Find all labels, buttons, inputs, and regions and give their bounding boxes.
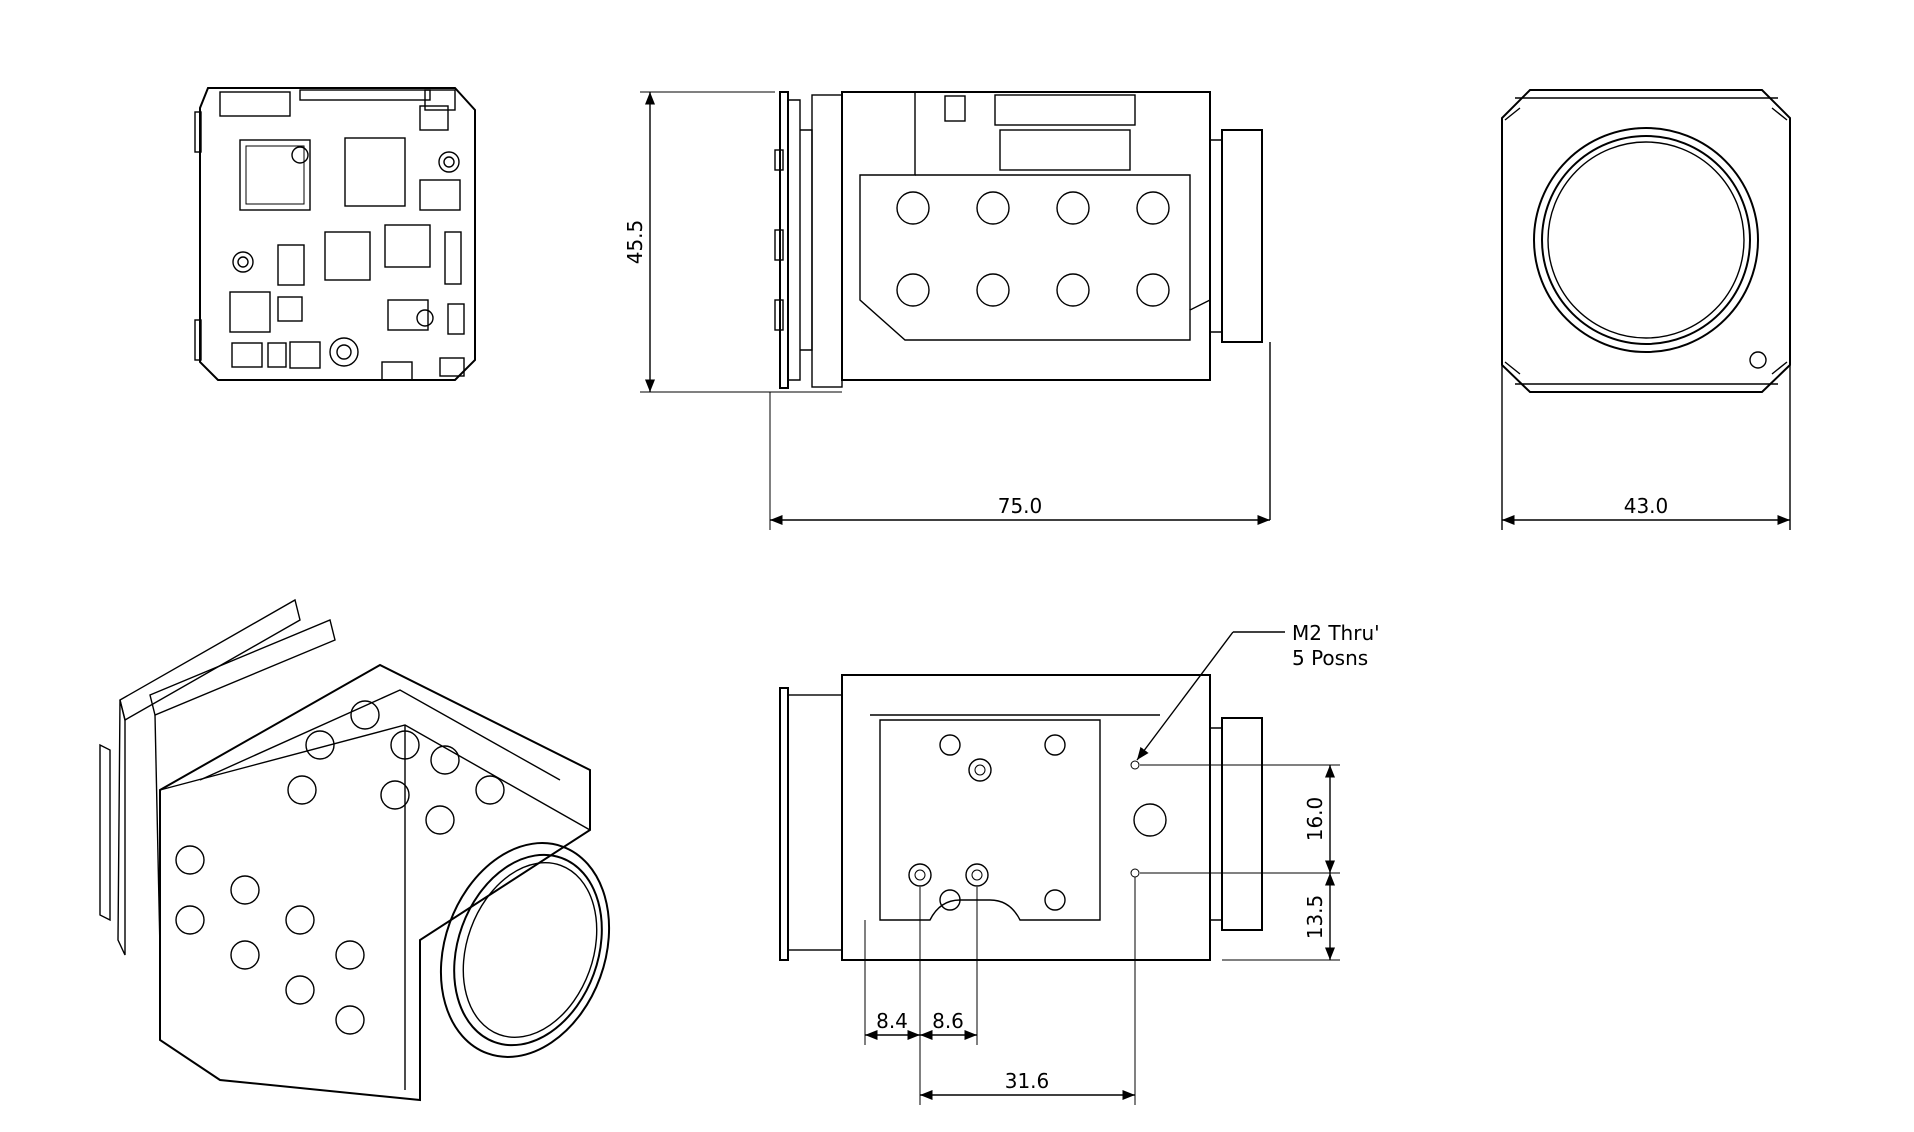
dim-hole-spacing-lower: 13.5 <box>1303 895 1327 940</box>
dim-length: 75.0 <box>998 494 1043 518</box>
bottom-view-dimensions: M2 Thru' 5 Posns 16.0 13.5 8.4 8.6 31.6 <box>864 621 1380 1105</box>
callout-thread-spec: M2 Thru' <box>1292 621 1380 645</box>
dim-hole-offset-2: 8.6 <box>932 1009 964 1033</box>
dim-width: 43.0 <box>1624 494 1669 518</box>
dim-height: 45.5 <box>623 220 647 265</box>
dim-hole-offset-long: 31.6 <box>1005 1069 1050 1093</box>
side-view <box>774 91 1271 520</box>
front-view-lens: 43.0 <box>1501 89 1791 530</box>
isometric-view <box>99 598 611 1102</box>
bottom-view <box>779 674 1263 961</box>
dim-hole-offset-1: 8.4 <box>876 1009 908 1033</box>
side-view-dimensions: 45.5 75.0 <box>623 91 1270 530</box>
rear-view-pcb <box>194 87 476 381</box>
callout-positions: 5 Posns <box>1292 646 1368 670</box>
dim-hole-spacing-upper: 16.0 <box>1303 797 1327 842</box>
